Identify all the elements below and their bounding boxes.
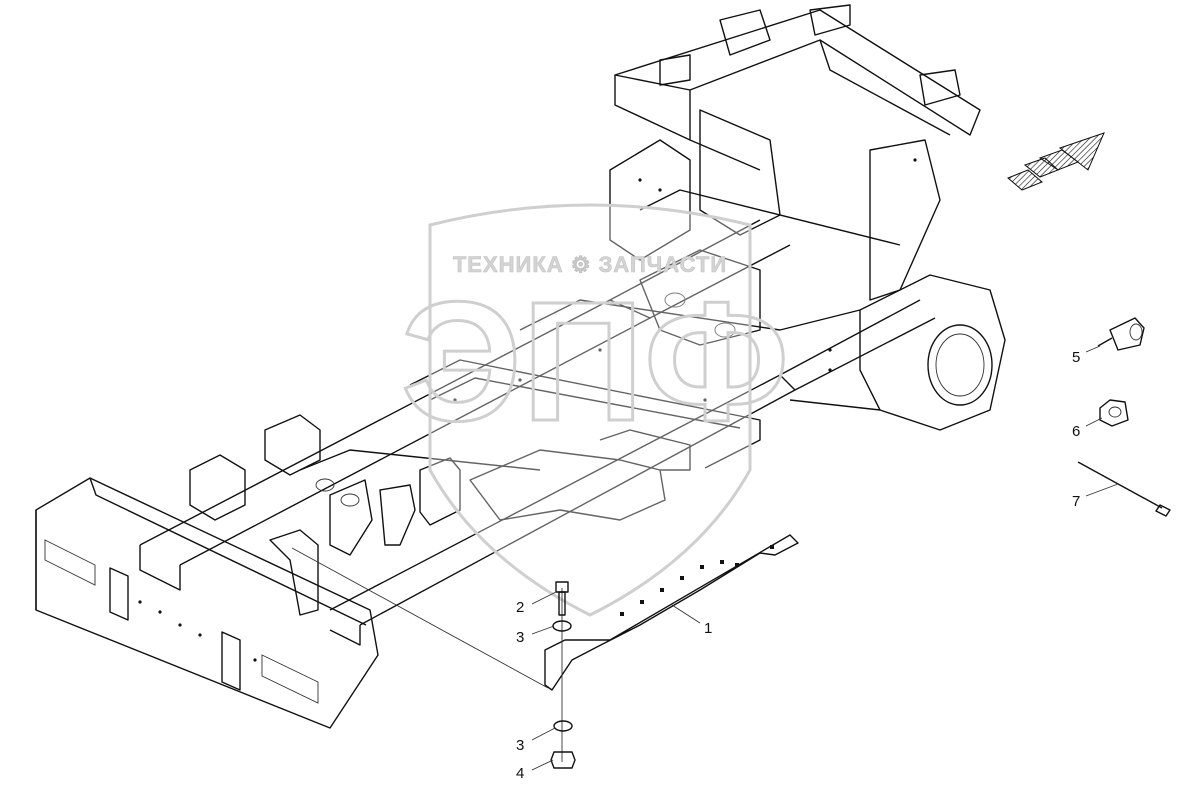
clip-part	[1099, 399, 1129, 427]
callout-1-label: 1	[704, 620, 712, 637]
mid-frame-details	[315, 249, 761, 556]
rear-axle-housing	[779, 274, 1006, 431]
callout-1-leader	[671, 604, 701, 624]
callout-3b-leader	[531, 727, 556, 741]
front-bumper	[35, 477, 379, 729]
callout-3b-label: 3	[516, 737, 524, 754]
callout-6-leader	[1085, 417, 1103, 427]
clamp-part	[1097, 317, 1145, 351]
cable-tie-part	[1077, 461, 1171, 517]
callouts: 1 2 3 3 4 5 6 7	[516, 345, 1119, 782]
rear-frame-tower	[609, 4, 981, 301]
chassis-frame	[35, 4, 1006, 729]
watermark: ТЕХНИКА ⚙ ЗАПЧАСТИ ЭПФ	[399, 203, 791, 617]
nut-part	[550, 751, 576, 769]
watermark-shield	[428, 203, 752, 617]
right-frame-rail	[329, 299, 936, 646]
mounting-leader-line	[291, 547, 549, 689]
callout-4-leader	[531, 759, 554, 771]
callout-5-label: 5	[1072, 349, 1080, 366]
left-frame-rail	[139, 219, 791, 591]
callout-2-leader	[531, 591, 557, 605]
watermark-top-text: ТЕХНИКА ⚙ ЗАПЧАСТИ	[453, 252, 727, 277]
callout-3a-label: 3	[516, 629, 524, 646]
callout-7-leader	[1085, 483, 1119, 497]
callout-6-label: 6	[1072, 423, 1080, 440]
callout-5-leader	[1085, 345, 1101, 353]
callout-7-label: 7	[1072, 493, 1080, 510]
cross-members	[299, 189, 901, 471]
callout-3a-leader	[531, 625, 555, 635]
watermark-logo-text: ЭПФ	[401, 267, 789, 457]
cab-mounts	[189, 414, 461, 616]
bracket-plate-part	[544, 534, 799, 691]
washer-lower-part	[553, 720, 573, 732]
bolt-part	[555, 581, 569, 616]
callout-2-label: 2	[516, 599, 524, 616]
fastener-dots	[138, 158, 917, 662]
callout-4-label: 4	[516, 765, 524, 782]
forward-direction-arrow-icon	[1007, 132, 1105, 191]
